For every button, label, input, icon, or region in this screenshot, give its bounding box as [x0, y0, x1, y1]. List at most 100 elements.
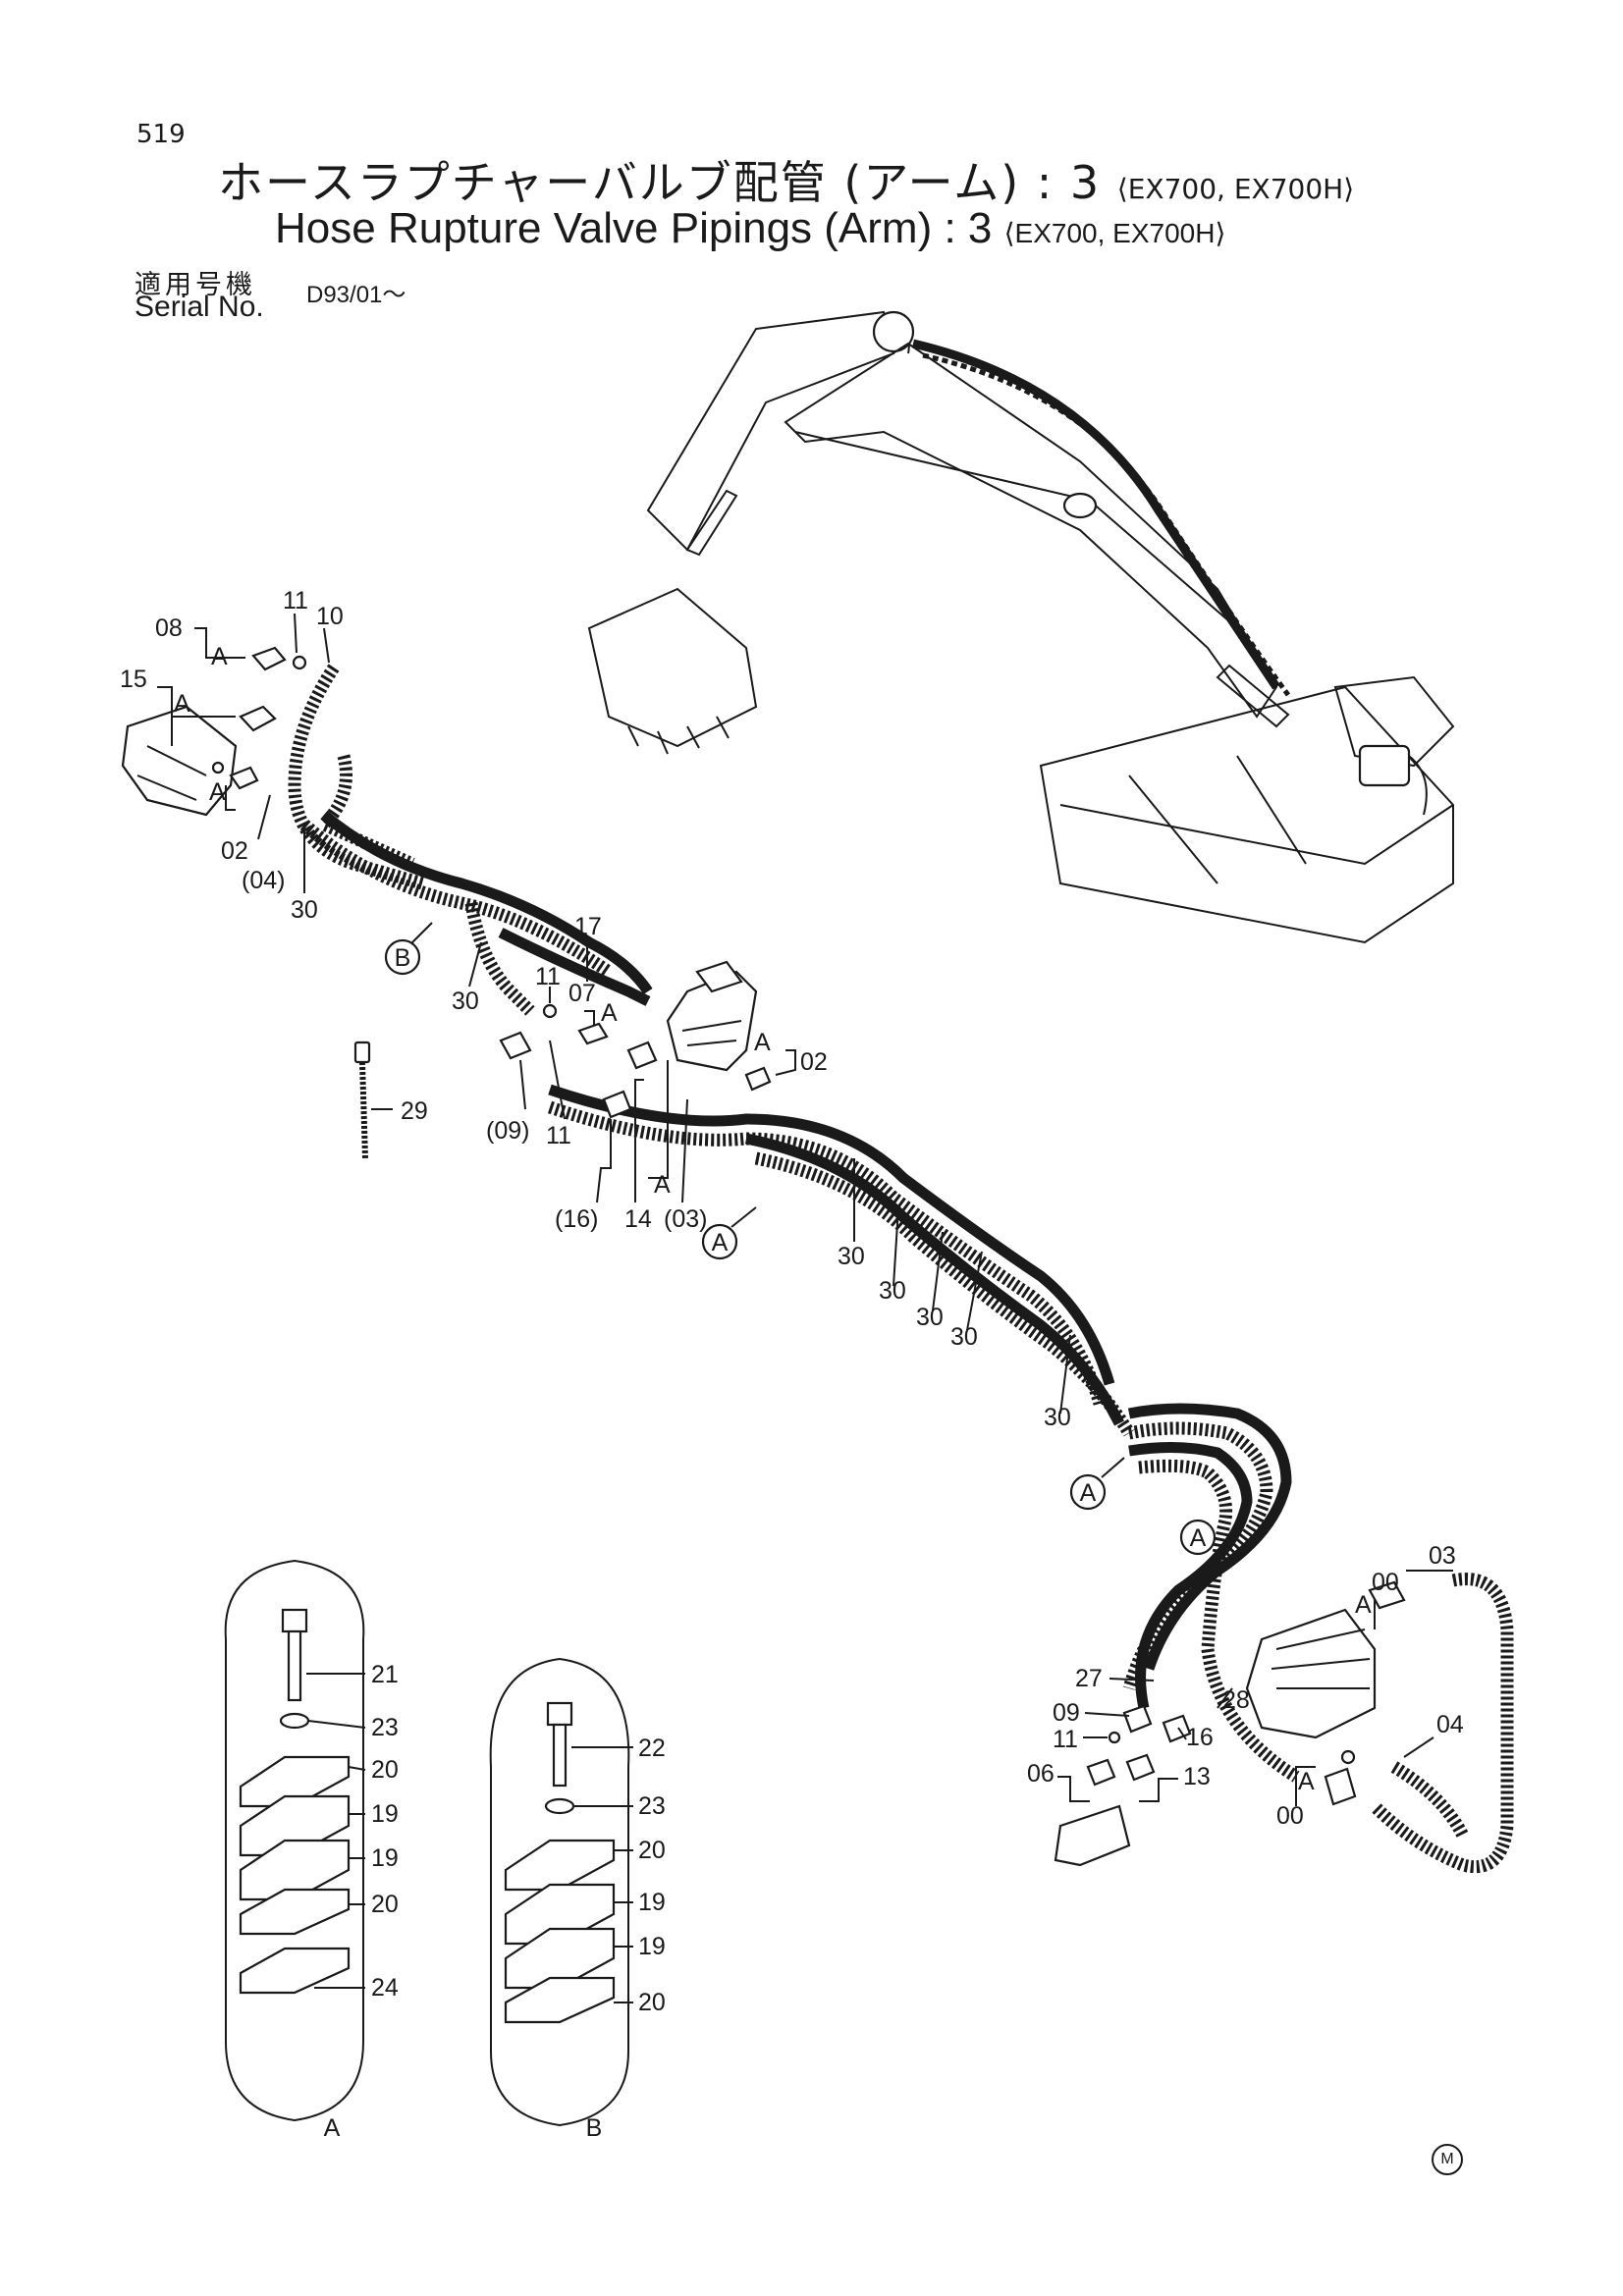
o-ring-11-mid [542, 1003, 558, 1019]
hose-bundle-main-4 [754, 1151, 1135, 1437]
title-japanese: ホースラプチャーバルブ配管 (アーム) : 3 ⟨EX700, EX700H⟩ [218, 147, 1354, 212]
callout-04-ref: (04) [242, 867, 285, 894]
callout-30: 30 [291, 896, 318, 924]
bracket-lower [1054, 1804, 1131, 1867]
bolt-21-shank [287, 1629, 302, 1702]
callout-20: 20 [371, 1891, 399, 1918]
bolt-22-head [546, 1701, 573, 1727]
callout-27: 27 [1075, 1665, 1103, 1692]
adapter-02-mid [744, 1066, 772, 1092]
svg-text:B: B [395, 944, 411, 972]
callout-24: 24 [371, 1974, 399, 2002]
callout-02: 02 [800, 1048, 828, 1076]
clamp-20-b-bottom [504, 1976, 616, 2024]
callout-30: 30 [1044, 1404, 1071, 1431]
adapter-06 [1086, 1758, 1116, 1787]
boom-pivot [1062, 492, 1098, 519]
title-english: Hose Rupture Valve Pipings (Arm) : 3 ⟨EX… [275, 204, 1225, 253]
callout-03: 03 [1429, 1542, 1456, 1570]
title-english-text: Hose Rupture Valve Pipings (Arm) : 3 [275, 204, 993, 252]
callout-19: 19 [371, 1844, 399, 1872]
clamp-20-a-bottom [239, 1888, 351, 1936]
callout-19: 19 [371, 1800, 399, 1828]
hose-bend-1 [1127, 1403, 1292, 1671]
callout-11: 11 [546, 1122, 571, 1149]
elbow-fitting-15 [239, 705, 277, 732]
svg-text:A: A [712, 1229, 729, 1256]
callout-16-ref: (16) [555, 1205, 598, 1233]
callout-30: 30 [916, 1304, 944, 1331]
overview-valve [1358, 744, 1411, 787]
callout-20: 20 [371, 1756, 399, 1784]
bolt-22-shank [552, 1723, 568, 1788]
title-models-jp: ⟨EX700, EX700H⟩ [1116, 173, 1355, 205]
callout-28: 28 [1222, 1686, 1250, 1714]
bolt-21-head [281, 1608, 308, 1633]
hose-bend-3 [1128, 1441, 1253, 1710]
excavator-overview-illustration [587, 310, 1455, 944]
callout-09: 09 [1053, 1699, 1080, 1727]
callout-11: 11 [535, 963, 561, 990]
hose-runs [288, 664, 1514, 1874]
callout-23: 23 [371, 1714, 399, 1741]
detail-a-label: A [324, 2114, 341, 2142]
ref-a: A [1355, 1591, 1372, 1619]
hose-03 [1370, 1573, 1514, 1874]
fitting-09-right [1122, 1704, 1153, 1734]
clamp-20-a-top [239, 1755, 351, 1808]
detail-b-label: B [586, 2114, 603, 2142]
o-ring-left [211, 761, 225, 774]
adapter-00-bottom [1324, 1767, 1357, 1806]
title-models-en: ⟨EX700, EX700H⟩ [1003, 218, 1226, 248]
callout-00: 00 [1276, 1802, 1304, 1830]
fitting-09-mid [499, 1031, 532, 1060]
hose-bend-2 [1122, 1421, 1273, 1690]
callout-23: 23 [638, 1792, 666, 1820]
left-valve-assembly [121, 646, 307, 817]
callout-06: 06 [1027, 1760, 1055, 1788]
circled-label-b: B [384, 938, 421, 976]
ref-a: A [601, 999, 618, 1027]
callout-20: 20 [638, 1989, 666, 2016]
callout-09-ref: (09) [486, 1117, 529, 1145]
ref-a: A [1298, 1768, 1315, 1795]
callout-30: 30 [838, 1243, 865, 1270]
ref-a: A [211, 643, 228, 670]
serial-label-english: Serial No. [135, 291, 264, 323]
manufacturer-mark: M [1432, 2144, 1463, 2175]
boom-pin [872, 310, 915, 353]
svg-text:A: A [1080, 1479, 1097, 1507]
callout-00: 00 [1372, 1569, 1399, 1596]
detail-b-illustration [489, 1657, 630, 2127]
part-callouts: 08 11 10 15 02 (04) 30 17 11 07 30 02 (0… [120, 587, 1464, 2016]
right-control-valve-assembly [1054, 1580, 1406, 1867]
middle-valve-assembly [499, 960, 772, 1119]
callout-04: 04 [1436, 1711, 1464, 1738]
callout-02: 02 [221, 837, 248, 865]
ref-a: A [654, 1171, 671, 1199]
ref-a: A [754, 1029, 771, 1056]
hose-17 [498, 928, 651, 1006]
o-ring-11-right [1108, 1731, 1121, 1744]
hose-30-a [320, 810, 653, 995]
callout-11: 11 [283, 587, 308, 614]
ref-a: A [174, 690, 190, 718]
tee-14 [626, 1041, 658, 1070]
page-number: 519 [136, 120, 186, 149]
callout-30: 30 [950, 1323, 978, 1351]
adapter-13 [1125, 1753, 1156, 1782]
clamp-19-a-lower [239, 1839, 351, 1901]
adapter-00-top [1368, 1580, 1406, 1610]
hose-04-left [312, 754, 415, 870]
circled-label-a-3: A [1179, 1519, 1217, 1556]
detail-a-illustration [224, 1559, 365, 2122]
left-valve-body [121, 705, 238, 817]
callout-22: 22 [638, 1735, 666, 1762]
plate-24 [239, 1947, 351, 1995]
hose-bundle-main-1 [548, 1084, 1115, 1386]
circled-label-a-1: A [701, 1223, 738, 1260]
callout-20: 20 [638, 1837, 666, 1864]
callout-19: 19 [638, 1889, 666, 1916]
hose-30-c [464, 901, 535, 1016]
